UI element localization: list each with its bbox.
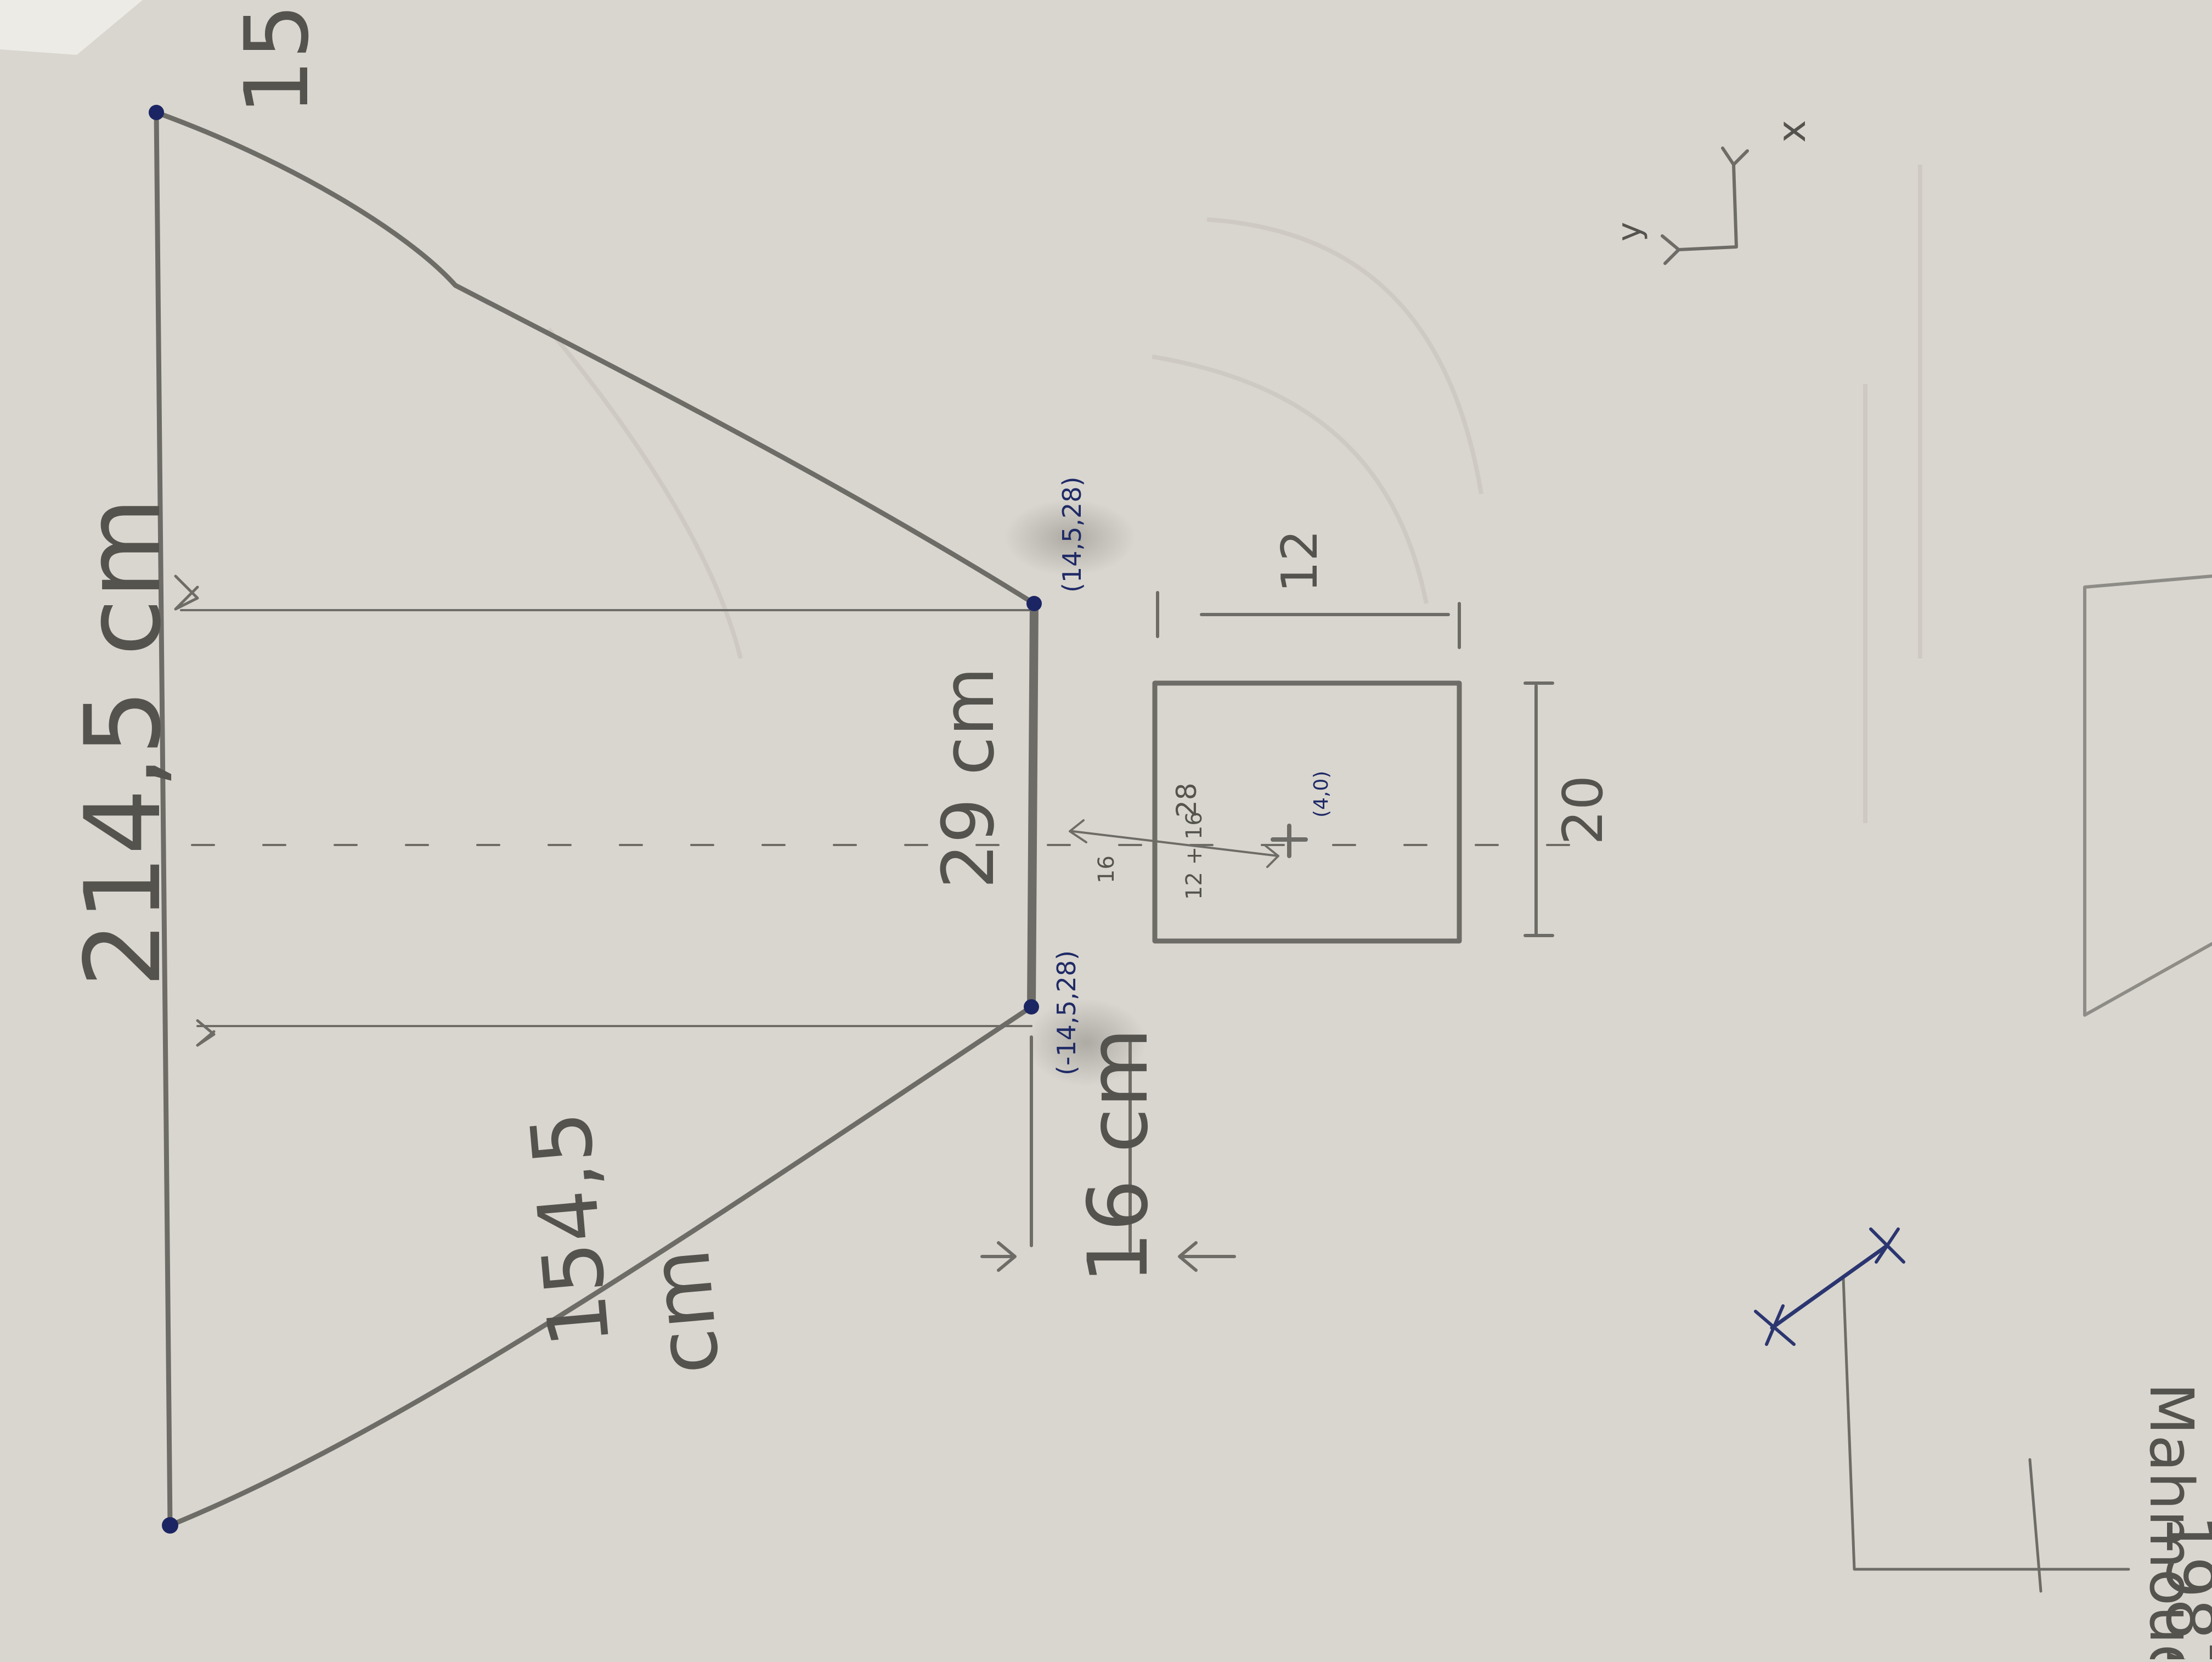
page-corner-fold <box>0 0 143 55</box>
trapezoid-outline <box>154 110 1039 1528</box>
top-edge <box>1027 599 1039 1011</box>
right-slanted-edge <box>154 110 1037 606</box>
vertex-bottom-left <box>1024 999 1039 1015</box>
cross-section-box <box>1069 591 1554 944</box>
point-right-label: (14,5,28) <box>1057 477 1087 593</box>
axis-y-label: y <box>1610 222 1649 241</box>
bottom-width-label: 29 cm <box>927 667 1010 889</box>
box-inner-label-b: 12 + 16 <box>1182 812 1207 900</box>
top-width-label: 214,5 cm <box>63 497 184 988</box>
projection-lines <box>180 609 1592 1027</box>
erasure-smudge-right <box>1004 499 1136 576</box>
depth-label: 16 cm <box>1071 1028 1166 1284</box>
vertex-top-right <box>149 105 164 120</box>
box-rectangle <box>1152 680 1462 944</box>
left-side-label-top: 154,5 <box>513 1108 629 1351</box>
depth-arrow-b <box>1178 1241 1236 1272</box>
axis-x-arrowhead <box>1721 147 1749 166</box>
signature-frame <box>1842 1277 2130 1571</box>
box-side-label: 12 <box>1271 529 1329 593</box>
right-side-label: 153,5 cm <box>225 0 328 115</box>
signature-stroke <box>1770 1243 1889 1330</box>
box-center-label: (4,0) <box>1310 771 1333 818</box>
tick-mark-left <box>196 1019 216 1047</box>
vertex-points <box>149 105 1042 1534</box>
signature-year-underline <box>2028 1458 2042 1593</box>
axis-lines <box>1677 163 1738 251</box>
box-width-label: 20 <box>1551 775 1615 845</box>
depth-dimension <box>980 1035 1236 1272</box>
depth-arrow-a <box>980 1241 1017 1272</box>
axis-x-label: x <box>1769 120 1814 143</box>
vertex-top-left <box>162 1517 178 1534</box>
vertex-bottom-right <box>1026 596 1042 611</box>
box-inner-arrow <box>1069 819 1279 868</box>
box-height-label: 28 <box>1171 782 1203 818</box>
box-center-cross <box>1271 824 1308 858</box>
point-left-label: (-14,5,28) <box>1052 950 1081 1075</box>
signature-star-marks <box>1754 1227 1905 1346</box>
axis-y-arrowhead <box>1661 234 1680 265</box>
base-tick-marks <box>174 574 216 1047</box>
left-side-label-bottom: cm <box>633 1245 738 1378</box>
box-inner-label-a: 16 <box>1094 855 1119 883</box>
erasure-smudge-left <box>1026 999 1147 1086</box>
axis-indicator <box>1661 147 1749 265</box>
faint-side-sketch <box>2083 574 2212 1017</box>
tick-mark-right <box>174 574 199 611</box>
signature-name: Mahmoud <box>2136 1383 2207 1659</box>
signature-area <box>1754 1227 2130 1593</box>
signature-year: 1987 <box>2151 1514 2212 1659</box>
left-slanted-edge <box>167 1004 1034 1528</box>
base-line <box>154 110 173 1528</box>
